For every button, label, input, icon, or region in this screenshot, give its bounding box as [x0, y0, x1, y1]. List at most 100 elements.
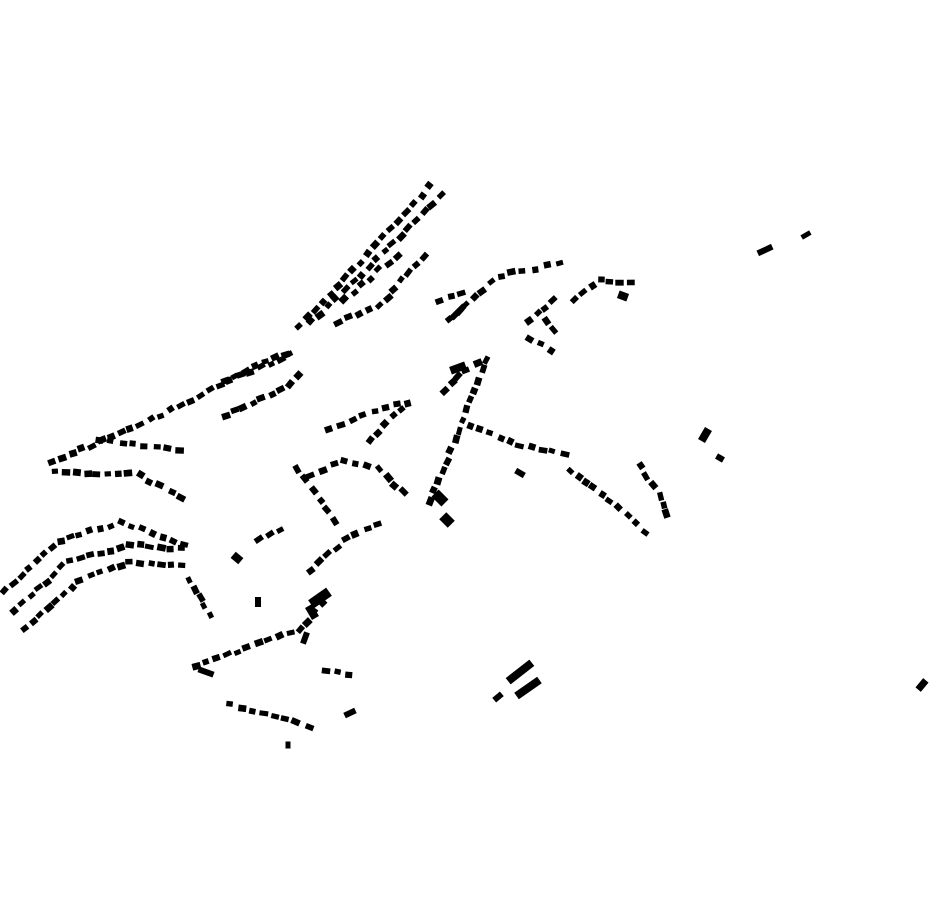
building [241, 366, 252, 376]
building [314, 309, 326, 321]
building [75, 554, 86, 562]
building [226, 700, 234, 707]
building [176, 401, 186, 410]
building [286, 629, 296, 637]
building [322, 549, 333, 559]
building [135, 559, 145, 568]
building [469, 386, 479, 396]
building [548, 324, 559, 335]
building [106, 563, 117, 573]
building [280, 715, 290, 723]
building [411, 260, 421, 270]
building [343, 707, 357, 719]
building [116, 427, 127, 437]
building [57, 453, 68, 463]
building [28, 616, 39, 627]
building [443, 456, 453, 467]
building [144, 477, 154, 487]
building [294, 321, 303, 331]
building [459, 416, 467, 425]
building [447, 292, 456, 300]
building [148, 560, 156, 567]
building [123, 469, 133, 477]
building [417, 191, 428, 201]
building [574, 472, 585, 482]
building [581, 477, 591, 488]
building [358, 411, 367, 419]
building [9, 606, 20, 616]
building [452, 434, 461, 444]
building [293, 370, 304, 381]
building [402, 222, 413, 234]
building [17, 598, 27, 608]
building [329, 459, 339, 468]
building [267, 360, 276, 368]
building [50, 596, 61, 607]
building [560, 450, 570, 458]
building [17, 571, 27, 581]
building [125, 424, 134, 433]
building [32, 555, 43, 565]
building [304, 722, 315, 732]
building [403, 267, 414, 278]
building [536, 339, 545, 348]
building [338, 293, 350, 305]
building [195, 391, 206, 401]
building [255, 597, 261, 607]
building [316, 496, 326, 505]
building [466, 421, 475, 431]
building [351, 460, 359, 468]
building [253, 638, 265, 648]
building [350, 288, 359, 297]
building [800, 230, 812, 240]
building [305, 471, 316, 480]
building [61, 468, 71, 476]
building [514, 467, 526, 479]
building [290, 717, 301, 727]
building [115, 543, 126, 553]
building [177, 544, 185, 551]
building [347, 264, 357, 275]
building [20, 624, 30, 634]
building [372, 428, 383, 439]
building [140, 443, 148, 450]
building [87, 571, 96, 579]
building [196, 592, 206, 603]
building [439, 385, 450, 397]
building [222, 649, 233, 659]
building [547, 295, 558, 305]
building [615, 279, 624, 286]
building [156, 561, 167, 569]
building [129, 440, 136, 447]
building [96, 525, 105, 533]
building [401, 207, 412, 218]
building [106, 522, 115, 531]
building [466, 394, 475, 404]
building [533, 308, 543, 318]
building [473, 376, 483, 387]
building [259, 710, 269, 717]
building [449, 361, 467, 375]
building [698, 426, 712, 444]
building [156, 412, 165, 420]
building [167, 561, 175, 569]
building [201, 658, 210, 666]
building [137, 524, 147, 533]
building [253, 534, 265, 545]
building [377, 231, 387, 241]
building [374, 464, 384, 474]
building [270, 712, 280, 720]
building [425, 496, 436, 507]
building [546, 346, 556, 356]
building [221, 411, 232, 421]
building [255, 393, 266, 403]
building [363, 524, 373, 533]
building [339, 272, 350, 283]
building [616, 290, 630, 302]
buildings-layer [0, 180, 929, 749]
building [274, 630, 285, 641]
building [756, 243, 774, 257]
building [434, 296, 444, 306]
building [518, 267, 526, 274]
